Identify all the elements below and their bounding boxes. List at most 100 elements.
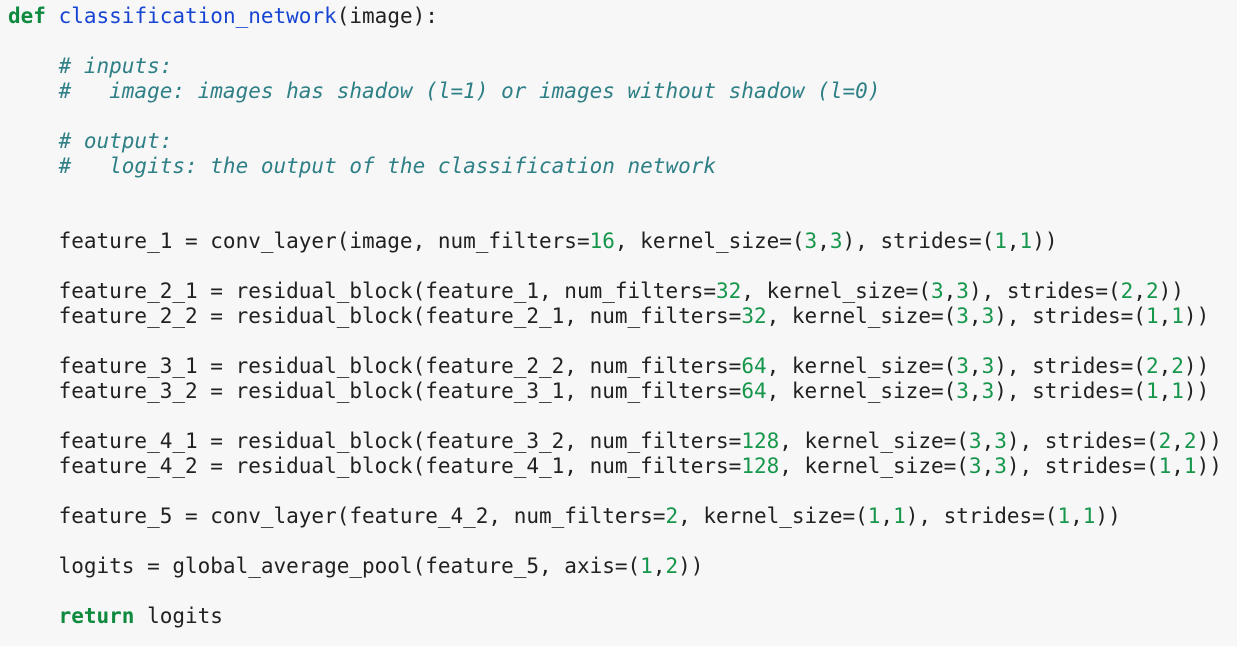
code-token-plain: feature_2_1 = residual_block(feature_1, …: [8, 279, 717, 303]
code-token-plain: ), strides=(: [1006, 429, 1159, 453]
code-token-plain: feature_3_2 = residual_block(feature_3_1…: [8, 379, 742, 403]
code-token-number: 3: [994, 429, 1007, 453]
code-token-plain: )): [1183, 354, 1210, 378]
code-token-number: 3: [829, 229, 843, 253]
code-line: [8, 254, 1237, 279]
code-token-number: 3: [956, 379, 969, 403]
code-token-plain: ,: [981, 454, 995, 478]
code-token-number: 64: [741, 379, 767, 403]
code-token-number: 64: [741, 354, 767, 378]
code-token-plain: ,: [880, 504, 894, 528]
code-line: [8, 29, 1237, 54]
code-token-plain: [8, 604, 59, 628]
code-token-number: 3: [968, 454, 982, 478]
code-token-number: 3: [930, 279, 944, 303]
code-line: feature_4_2 = residual_block(feature_4_1…: [8, 454, 1237, 479]
code-token-plain: ), strides=(: [994, 304, 1146, 328]
code-line: feature_4_1 = residual_block(feature_3_2…: [8, 429, 1237, 454]
code-token-number: 2: [1145, 354, 1159, 378]
code-line: [8, 479, 1237, 504]
code-token-keyword: return: [58, 604, 135, 628]
code-token-number: 1: [1019, 229, 1033, 253]
code-token-number: 2: [1120, 279, 1134, 303]
code-token-number: 1: [994, 229, 1007, 253]
code-token-comment: # output:: [8, 129, 173, 153]
code-token-plain: [46, 4, 59, 28]
code-token-plain: ,: [1171, 429, 1184, 453]
code-token-plain: ,: [943, 279, 957, 303]
code-token-plain: )): [678, 554, 704, 578]
code-token-number: 2: [665, 554, 679, 578]
code-token-number: 3: [981, 354, 995, 378]
code-token-plain: ), strides=(: [994, 379, 1146, 403]
code-token-plain: ,: [968, 304, 982, 328]
code-token-plain: , kernel_size=(: [779, 429, 969, 453]
code-token-plain: ,: [968, 354, 982, 378]
code-block[interactable]: def classification_network(image): # inp…: [8, 4, 1237, 629]
code-token-plain: ), strides=(: [1006, 454, 1159, 478]
code-token-comment: # image: images has shadow (l=1) or imag…: [8, 79, 881, 103]
code-token-plain: ), strides=(: [994, 354, 1146, 378]
code-token-number: 3: [956, 304, 969, 328]
code-line: return logits: [8, 604, 1237, 629]
code-line: [8, 529, 1237, 554]
code-line: [8, 179, 1237, 204]
code-token-plain: feature_1 = conv_layer(image, num_filter…: [8, 229, 590, 253]
code-token-number: 2: [665, 504, 679, 528]
code-token-number: 3: [804, 229, 818, 253]
code-token-comment: # logits: the output of the classificati…: [8, 154, 717, 178]
code-token-plain: ,: [652, 554, 666, 578]
code-token-number: 1: [867, 504, 881, 528]
code-token-plain: feature_5 = conv_layer(feature_4_2, num_…: [8, 504, 666, 528]
code-token-plain: )): [1196, 454, 1222, 478]
code-token-plain: ), strides=(: [905, 504, 1058, 528]
code-token-plain: ,: [1158, 354, 1172, 378]
code-token-number: 2: [1158, 429, 1172, 453]
code-token-number: 1: [640, 554, 653, 578]
code-token-plain: , kernel_size=(: [741, 279, 931, 303]
code-token-number: 1: [1145, 304, 1159, 328]
code-line: # image: images has shadow (l=1) or imag…: [8, 79, 1237, 104]
code-token-comment: # inputs:: [8, 54, 173, 78]
code-token-plain: ,: [981, 429, 995, 453]
code-token-plain: ), strides=(: [842, 229, 995, 253]
code-token-number: 3: [968, 429, 982, 453]
code-token-plain: , kernel_size=(: [766, 354, 957, 378]
code-line: feature_2_1 = residual_block(feature_1, …: [8, 279, 1237, 304]
code-line: [8, 104, 1237, 129]
code-line: [8, 329, 1237, 354]
code-token-plain: , kernel_size=(: [779, 454, 969, 478]
code-token-function: classification_network: [58, 4, 337, 28]
code-token-number: 32: [716, 279, 742, 303]
code-line: feature_2_2 = residual_block(feature_2_1…: [8, 304, 1237, 329]
code-token-plain: ,: [1133, 279, 1146, 303]
code-token-number: 2: [1171, 354, 1184, 378]
code-token-plain: , kernel_size=(: [614, 229, 805, 253]
code-line: [8, 404, 1237, 429]
code-token-number: 128: [741, 454, 780, 478]
code-line: feature_3_2 = residual_block(feature_3_1…: [8, 379, 1237, 404]
code-token-plain: )): [1183, 304, 1210, 328]
code-line: logits = global_average_pool(feature_5, …: [8, 554, 1237, 579]
code-token-number: 2: [1145, 279, 1159, 303]
code-token-number: 3: [956, 279, 969, 303]
code-token-plain: )): [1095, 504, 1121, 528]
code-token-number: 1: [1145, 379, 1159, 403]
code-token-plain: feature_4_1 = residual_block(feature_3_2…: [8, 429, 742, 453]
code-token-number: 1: [1057, 504, 1071, 528]
code-token-number: 1: [893, 504, 906, 528]
code-token-plain: , kernel_size=(: [766, 379, 957, 403]
code-token-number: 1: [1082, 504, 1096, 528]
code-token-plain: ,: [1158, 304, 1172, 328]
code-token-number: 3: [981, 379, 995, 403]
code-token-number: 1: [1171, 304, 1184, 328]
code-token-plain: )): [1183, 379, 1210, 403]
code-token-plain: ,: [1171, 454, 1184, 478]
code-token-number: 1: [1171, 379, 1184, 403]
code-token-plain: ,: [817, 229, 830, 253]
code-token-number: 1: [1158, 454, 1172, 478]
code-token-plain: )): [1158, 279, 1184, 303]
code-line: feature_5 = conv_layer(feature_4_2, num_…: [8, 504, 1237, 529]
code-token-keyword: def: [8, 4, 46, 28]
code-token-plain: , kernel_size=(: [766, 304, 957, 328]
